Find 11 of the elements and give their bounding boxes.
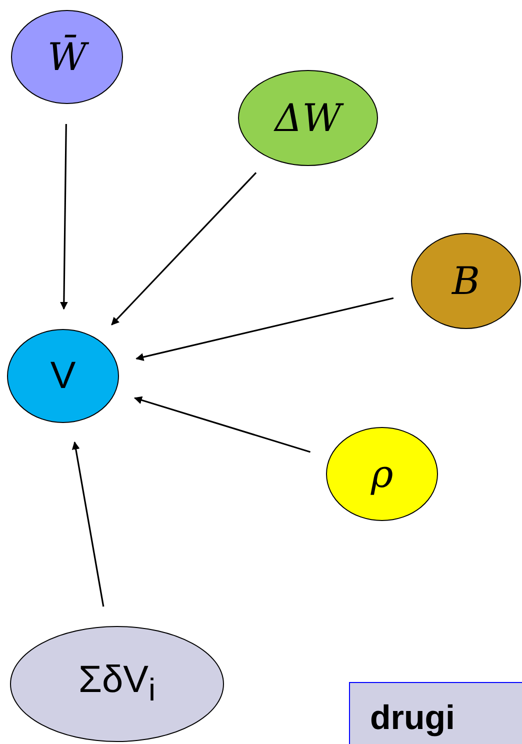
symbol-label: ΔW <box>274 99 342 137</box>
symbol-label: drugi <box>370 701 455 735</box>
symbol-label: ΣδV$_{i}$ <box>78 661 156 707</box>
symbol-label: V <box>50 357 76 395</box>
symbol-label: ρ <box>370 455 394 493</box>
arrow <box>134 396 311 453</box>
symbol-label: B <box>452 262 480 300</box>
arrow <box>72 441 104 607</box>
arrow <box>136 297 394 361</box>
arrow <box>111 172 257 326</box>
arrow <box>60 124 68 310</box>
